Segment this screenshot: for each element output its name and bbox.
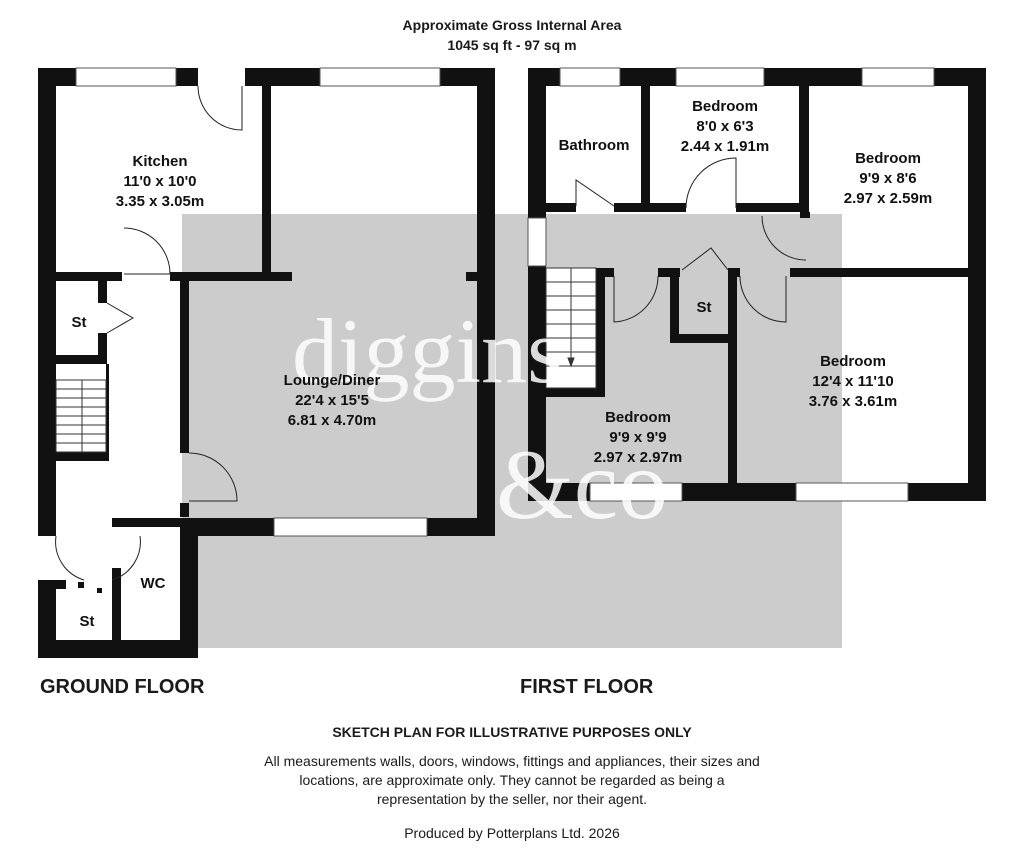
room-name: Kitchen bbox=[132, 153, 187, 170]
room-store-first: St bbox=[697, 299, 712, 316]
first-floor-windows bbox=[527, 67, 935, 502]
room-bedroom-left-bottom: Bedroom 9'9 x 9'9 2.97 x 2.97m bbox=[594, 409, 682, 466]
room-bedroom-right-bottom: Bedroom 12'4 x 11'10 3.76 x 3.61m bbox=[809, 353, 897, 410]
room-dimensions-metric: 2.97 x 2.59m bbox=[844, 190, 932, 207]
room-store-upper: St bbox=[72, 314, 87, 331]
room-dimensions-metric: 6.81 x 4.70m bbox=[288, 412, 376, 429]
room-name: Bedroom bbox=[605, 409, 671, 426]
room-dimensions-imperial: 8'0 x 6'3 bbox=[696, 118, 753, 135]
ground-floor-label: GROUND FLOOR bbox=[40, 676, 205, 698]
disclaimer-title: SKETCH PLAN FOR ILLUSTRATIVE PURPOSES ON… bbox=[332, 724, 692, 740]
room-dimensions-imperial: 9'9 x 8'6 bbox=[859, 170, 916, 187]
room-name: Bedroom bbox=[855, 150, 921, 167]
ground-floor-windows bbox=[75, 67, 441, 537]
room-dimensions-imperial: 12'4 x 11'10 bbox=[812, 373, 893, 390]
room-bedroom-right-top: Bedroom 9'9 x 8'6 2.97 x 2.59m bbox=[844, 150, 932, 207]
room-store-lower: St bbox=[80, 613, 95, 630]
room-name: Bedroom bbox=[820, 353, 886, 370]
ground-floor-doors bbox=[55, 85, 243, 593]
first-floor-label: FIRST FLOOR bbox=[520, 676, 654, 698]
room-name: Bedroom bbox=[692, 98, 758, 115]
first-stairs bbox=[545, 267, 597, 389]
room-dimensions-imperial: 22'4 x 15'5 bbox=[295, 392, 369, 409]
ground-stairs bbox=[55, 379, 107, 453]
floor-plan: diggins &co Kitchen 11'0 x 10'0 3.35 x 3… bbox=[38, 67, 986, 658]
room-lounge-diner: Lounge/Diner 22'4 x 15'5 6.81 x 4.70m bbox=[284, 372, 381, 429]
room-dimensions-imperial: 9'9 x 9'9 bbox=[609, 429, 666, 446]
room-name: Lounge/Diner bbox=[284, 372, 381, 389]
disclaimer-text: All measurements walls, doors, windows, … bbox=[264, 753, 760, 807]
room-dimensions-imperial: 11'0 x 10'0 bbox=[123, 173, 196, 190]
watermark-suffix: &co bbox=[496, 429, 668, 540]
first-floor-doors bbox=[575, 157, 807, 323]
watermark-name: diggins bbox=[292, 300, 563, 402]
room-bathroom: Bathroom bbox=[559, 137, 630, 154]
room-kitchen: Kitchen 11'0 x 10'0 3.35 x 3.05m bbox=[116, 153, 204, 210]
room-bedroom-small: Bedroom 8'0 x 6'3 2.44 x 1.91m bbox=[681, 98, 769, 155]
area-value: 1045 sq ft - 97 sq m bbox=[447, 37, 577, 53]
room-wc: WC bbox=[141, 575, 166, 592]
room-dimensions-metric: 3.76 x 3.61m bbox=[809, 393, 897, 410]
credit-text: Produced by Potterplans Ltd. 2026 bbox=[404, 825, 620, 841]
room-dimensions-metric: 2.97 x 2.97m bbox=[594, 449, 682, 466]
area-title: Approximate Gross Internal Area bbox=[402, 17, 622, 33]
room-dimensions-metric: 3.35 x 3.05m bbox=[116, 193, 204, 210]
room-dimensions-metric: 2.44 x 1.91m bbox=[681, 138, 769, 155]
